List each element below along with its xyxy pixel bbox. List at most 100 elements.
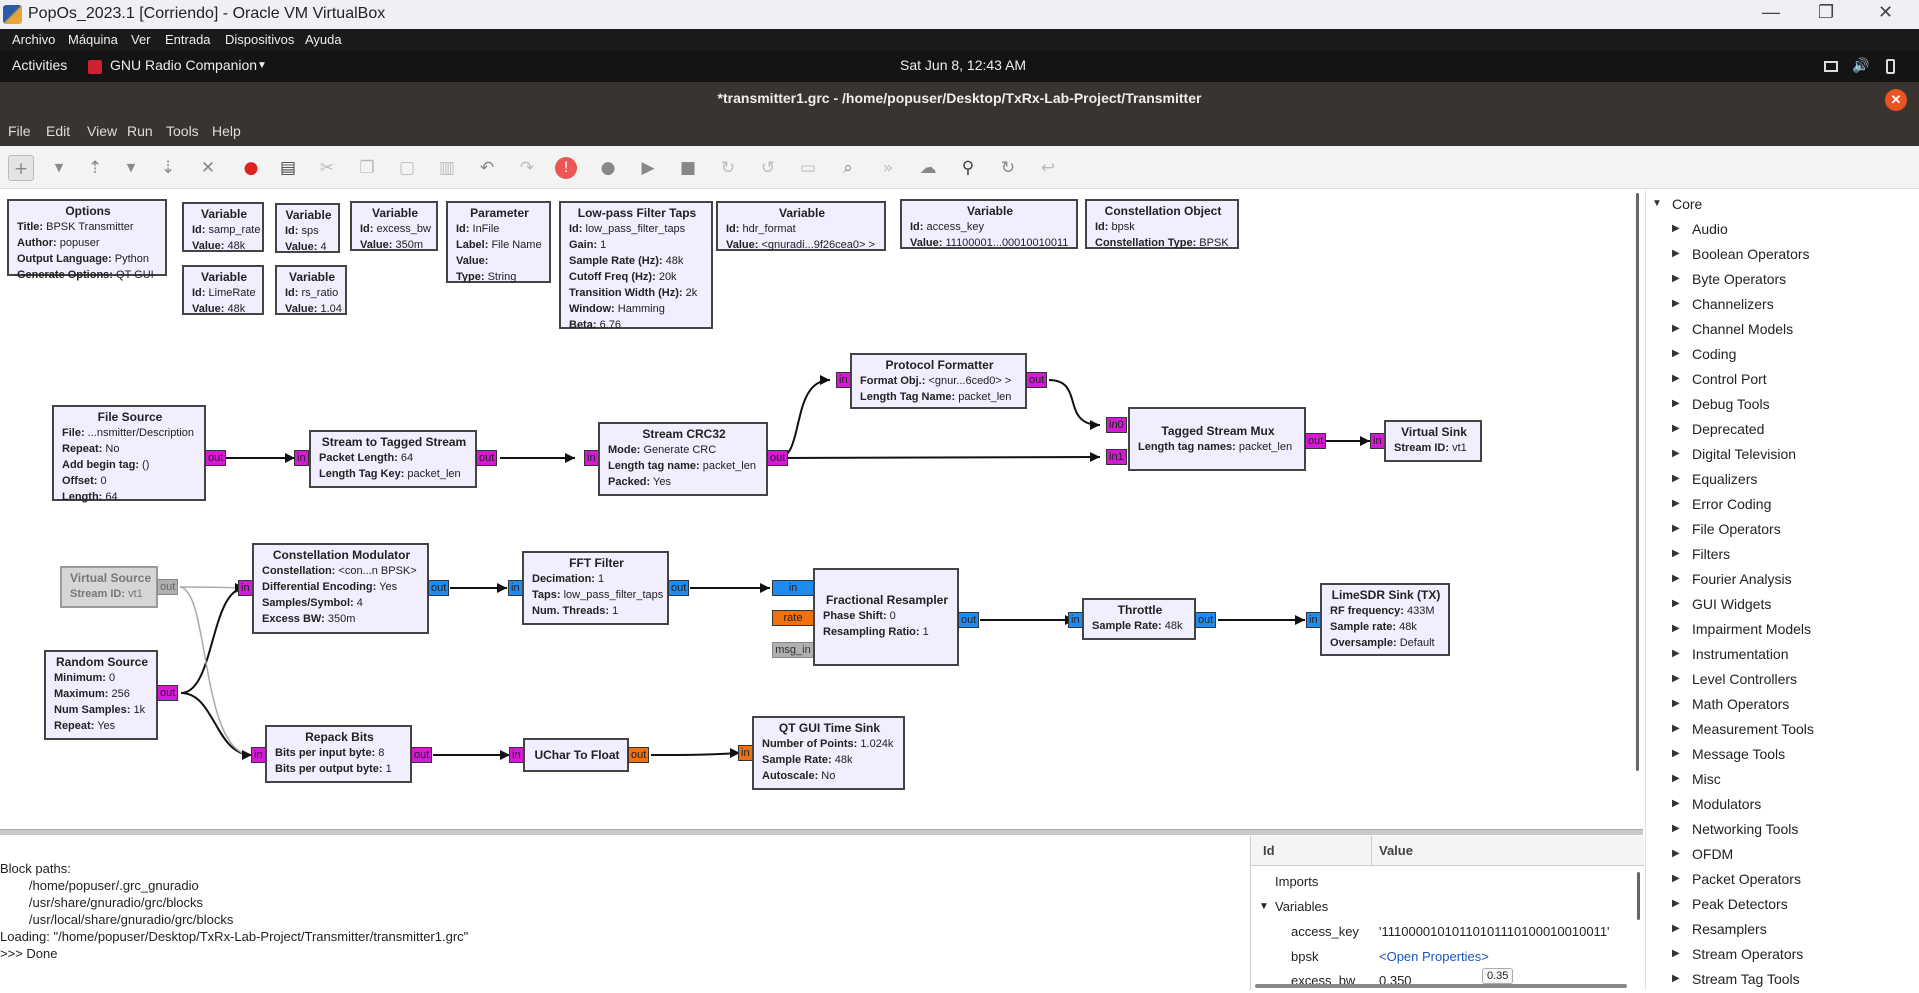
menu-tools[interactable]: Tools — [166, 123, 199, 139]
column-id[interactable]: Id — [1263, 843, 1275, 858]
expander-right-icon[interactable]: ▶ — [1672, 673, 1680, 684]
port-vsource-out[interactable]: out — [157, 579, 179, 595]
canvas-vertical-scrollbar[interactable] — [1636, 193, 1639, 771]
port-throttle-in[interactable]: in — [1068, 612, 1083, 628]
port-vsink-in[interactable]: in — [1370, 433, 1385, 449]
refresh-icon[interactable]: ↻ — [1000, 158, 1016, 178]
tree-row-imports[interactable]: Imports — [1251, 870, 1644, 895]
reload-icon[interactable]: ↻ — [720, 158, 736, 178]
chevron-down-icon[interactable]: ▼ — [257, 60, 267, 71]
expander-right-icon[interactable]: ▶ — [1672, 548, 1680, 559]
expander-right-icon[interactable]: ▶ — [1672, 723, 1680, 734]
expander-right-icon[interactable]: ▶ — [1672, 748, 1680, 759]
menu-edit[interactable]: Edit — [46, 123, 71, 139]
port-repack-in[interactable]: in — [251, 747, 266, 763]
port-mod-out[interactable]: out — [428, 580, 450, 596]
expander-right-icon[interactable]: ▶ — [1672, 398, 1680, 409]
expander-right-icon[interactable]: ▶ — [1672, 698, 1680, 709]
port-pf-out[interactable]: out — [1026, 372, 1048, 388]
expander-right-icon[interactable]: ▶ — [1672, 923, 1680, 934]
vbox-menu-ver[interactable]: Ver — [131, 32, 151, 47]
paste-icon[interactable]: ▢ — [398, 158, 416, 178]
expander-down-icon[interactable]: ▼ — [1259, 901, 1269, 912]
vbox-menu-dispositivos[interactable]: Dispositivos — [225, 32, 295, 47]
close-app-icon[interactable]: ✕ — [1885, 89, 1907, 111]
vbox-menu-archivo[interactable]: Archivo — [12, 32, 56, 47]
screen-icon[interactable] — [1824, 61, 1838, 72]
variable-row[interactable]: bpsk <Open Properties> — [1251, 945, 1644, 970]
vbox-menu-entrada[interactable]: Entrada — [165, 32, 211, 47]
return-icon[interactable]: ↩ — [1040, 158, 1056, 178]
expander-right-icon[interactable]: ▶ — [1672, 798, 1680, 809]
expander-right-icon[interactable]: ▶ — [1672, 298, 1680, 309]
port-mux-in0[interactable]: in0 — [1106, 417, 1127, 433]
port-uchar-out[interactable]: out — [628, 747, 650, 763]
expander-right-icon[interactable]: ▶ — [1672, 348, 1680, 359]
expander-right-icon[interactable]: ▶ — [1672, 623, 1680, 634]
port-random-out[interactable]: out — [157, 685, 179, 701]
expander-right-icon[interactable]: ▶ — [1672, 573, 1680, 584]
expander-right-icon[interactable]: ▶ — [1672, 848, 1680, 859]
enable-icon[interactable]: ▭ — [799, 158, 817, 178]
expander-right-icon[interactable]: ▶ — [1672, 773, 1680, 784]
expander-right-icon[interactable]: ▶ — [1672, 898, 1680, 909]
undo-icon[interactable]: ↶ — [479, 158, 495, 178]
cut-icon[interactable]: ✂ — [319, 158, 335, 178]
port-resamp-out[interactable]: out — [958, 612, 980, 628]
menu-help[interactable]: Help — [212, 123, 241, 139]
clock[interactable]: Sat Jun 8, 12:43 AM — [900, 57, 1027, 73]
copy-icon[interactable]: ❐ — [359, 158, 375, 178]
port-fft-out[interactable]: out — [668, 580, 690, 596]
port-uchar-in[interactable]: in — [509, 747, 524, 763]
open-icon[interactable]: ⇡ — [87, 158, 103, 178]
close-all-icon[interactable]: ● — [243, 158, 259, 178]
port-resamp-in[interactable]: in — [772, 580, 814, 596]
generate-icon[interactable]: ● — [600, 158, 616, 178]
port-lime-in[interactable]: in — [1306, 612, 1321, 628]
expander-right-icon[interactable]: ▶ — [1672, 948, 1680, 959]
menu-file[interactable]: File — [8, 123, 31, 139]
expander-right-icon[interactable]: ▶ — [1672, 523, 1680, 534]
expander-right-icon[interactable]: ▶ — [1672, 323, 1680, 334]
port-file-source-out[interactable]: out — [205, 450, 227, 466]
column-value[interactable]: Value — [1379, 843, 1413, 858]
port-repack-out[interactable]: out — [411, 747, 433, 763]
port-mux-out[interactable]: out — [1305, 433, 1327, 449]
print-icon[interactable]: ▤ — [279, 158, 297, 178]
port-throttle-out[interactable]: out — [1195, 612, 1217, 628]
expander-down-icon[interactable]: ▼ — [1652, 198, 1662, 209]
delete-icon[interactable]: ▥ — [438, 158, 456, 178]
stop-icon[interactable]: ■ — [679, 158, 697, 178]
port-resamp-msg-in[interactable]: msg_in — [772, 642, 814, 658]
bypass-icon[interactable]: » — [882, 158, 894, 178]
expander-right-icon[interactable]: ▶ — [1672, 273, 1680, 284]
battery-icon[interactable] — [1886, 59, 1895, 74]
close-file-icon[interactable]: ✕ — [200, 158, 216, 178]
expander-right-icon[interactable]: ▶ — [1672, 873, 1680, 884]
port-crc-in[interactable]: in — [584, 450, 599, 466]
expander-right-icon[interactable]: ▶ — [1672, 598, 1680, 609]
errors-icon[interactable]: ! — [555, 157, 577, 179]
port-mux-in1[interactable]: in1 — [1106, 449, 1127, 465]
expander-right-icon[interactable]: ▶ — [1672, 473, 1680, 484]
port-s2ts-in[interactable]: in — [294, 450, 309, 466]
vbox-menu-maquina[interactable]: Máquina — [68, 32, 118, 47]
